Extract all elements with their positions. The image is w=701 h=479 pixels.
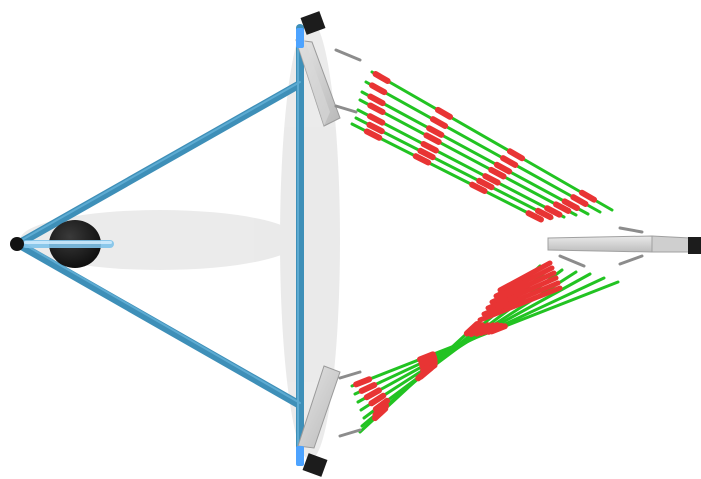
lower-clamp-band (477, 285, 563, 323)
anchor-pin (334, 48, 362, 62)
upper-clamp (417, 147, 436, 161)
lower-cable-bundle (350, 260, 620, 434)
upper-clamp (366, 121, 385, 135)
upper-cable (354, 116, 554, 220)
lower-clamp (415, 365, 432, 382)
anchor-pins (334, 48, 644, 438)
upper-clamp (426, 125, 445, 138)
upper-clamp (570, 194, 589, 207)
lower-clamp (372, 405, 389, 422)
frame-upper-arm (14, 80, 304, 248)
upper-clamp (372, 71, 391, 85)
upper-clamp (561, 198, 580, 212)
blue-frame (14, 24, 304, 466)
upper-clamp (534, 207, 554, 221)
upper-clamp (500, 155, 519, 168)
upper-clamp (366, 113, 386, 126)
lower-clamp-band (497, 260, 553, 293)
lower-clamp (368, 392, 387, 407)
lower-clamp (416, 351, 436, 363)
lower-clamp-band (489, 270, 557, 305)
upper-cable-bundle (350, 70, 614, 223)
upper-clamp (488, 166, 507, 180)
bottom-cap (302, 453, 328, 477)
upper-clamp (476, 177, 495, 191)
anchor-pin (618, 226, 644, 234)
anchor-pin (338, 428, 362, 438)
upper-clamp (367, 93, 386, 107)
upper-clamp (369, 82, 388, 96)
upper-clamp (423, 132, 442, 145)
lower-clamp (363, 387, 382, 401)
top-marker (296, 28, 304, 48)
upper-clamp (429, 116, 449, 129)
anchor-pin (338, 370, 362, 380)
upper-cable (370, 70, 614, 212)
upper-clamp (412, 153, 432, 166)
upper-clamp (544, 205, 563, 218)
lower-clamp-band (481, 280, 561, 317)
hub-tip (10, 237, 24, 251)
upper-clamp (367, 102, 386, 116)
left-hub (10, 220, 114, 268)
lower-clamp (358, 382, 378, 394)
lower-clamp (468, 322, 486, 338)
upper-clamp (434, 106, 454, 120)
upper-clamp (552, 201, 572, 214)
upper-clamp (525, 210, 544, 223)
upper-clamp (482, 173, 501, 186)
anchor-pin (618, 254, 644, 266)
upper-clamp (493, 161, 513, 175)
top-bracket (295, 11, 341, 127)
upper-clamp (469, 181, 488, 194)
upper-cable (358, 98, 578, 217)
upper-clamp (578, 189, 598, 203)
upper-clamp (506, 148, 526, 162)
upper-cable (360, 90, 590, 216)
top-cap (300, 11, 326, 35)
lower-clamp (372, 397, 391, 413)
lower-clamp-band (485, 275, 559, 311)
lower-clamp-band (493, 265, 555, 299)
right-cap (688, 237, 701, 254)
upper-cable (350, 122, 542, 221)
anchor-pin (558, 254, 586, 268)
lower-clamp (473, 322, 492, 337)
lower-clamp (353, 376, 373, 388)
frame-lower-arm (14, 240, 304, 409)
upper-cable (364, 80, 602, 214)
bottom-marker (296, 446, 304, 466)
right-bracket (547, 235, 701, 254)
upper-clamp (363, 128, 383, 141)
upper-clamp (420, 141, 439, 154)
bottom-bracket (296, 365, 341, 477)
anchor-pin (334, 104, 358, 114)
upper-cable (356, 108, 566, 219)
lower-clamp (463, 321, 481, 337)
